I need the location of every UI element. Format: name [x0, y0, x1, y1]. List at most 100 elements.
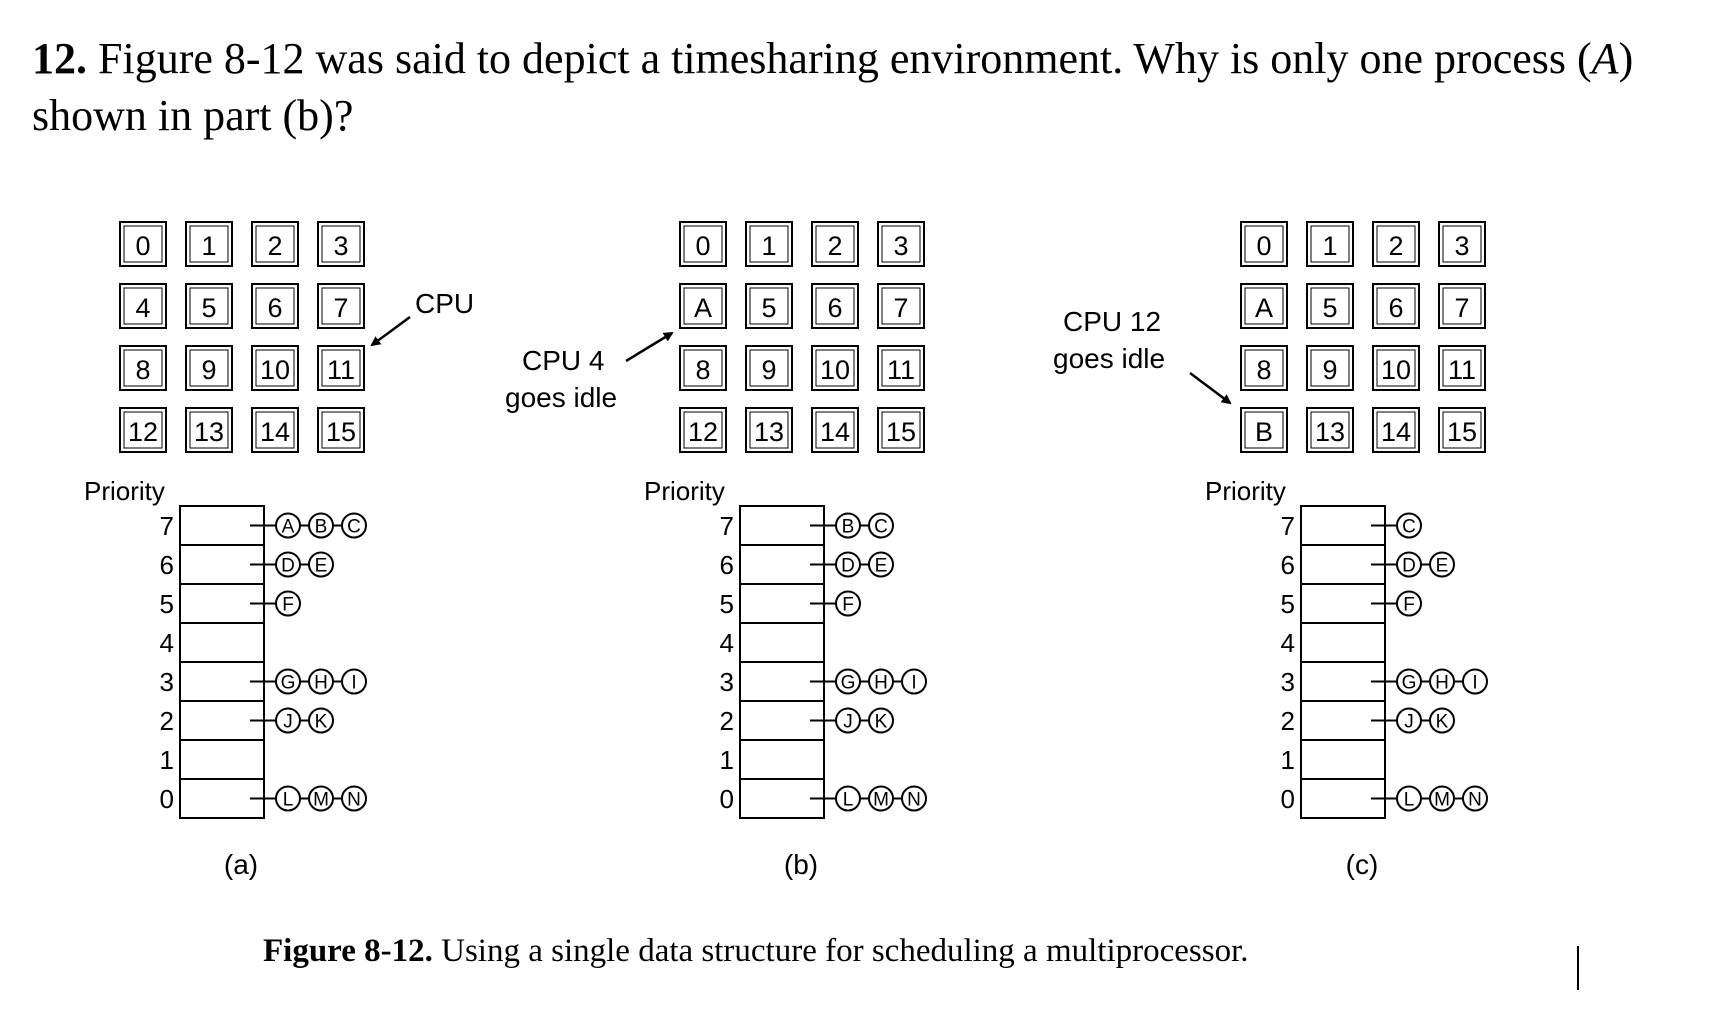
process-node-c-K: [1429, 707, 1455, 734]
annotation-cpu-c-line2: goes idle: [1053, 343, 1165, 374]
priority-level-a-5: 5: [160, 589, 174, 619]
cpu-label-b-4: A: [694, 293, 712, 323]
process-label-a-B: B: [315, 517, 328, 538]
cpu-label-c-10: 10: [1381, 355, 1411, 385]
panel-label-c: (c): [1346, 849, 1379, 880]
priority-slot-a-4: [179, 622, 265, 663]
priority-level-b-4: 4: [720, 628, 734, 658]
cpu-box-b-7: [877, 283, 925, 329]
cpu-box-inner-b-15: [881, 411, 921, 449]
priority-level-a-4: 4: [160, 628, 174, 658]
priority-slot-c-1: [1300, 739, 1386, 780]
cpu-label-b-5: 5: [761, 293, 776, 323]
panel-label-b: (b): [784, 849, 818, 880]
cpu-label-c-3: 3: [1454, 231, 1469, 261]
cpu-label-a-0: 0: [135, 231, 150, 261]
priority-level-c-1: 1: [1281, 745, 1295, 775]
process-node-b-E: [868, 551, 894, 578]
cpu-label-b-2: 2: [827, 231, 842, 261]
question-text-after: ) shown in part (b)?: [32, 34, 1634, 140]
cpu-box-inner-b-5: [749, 287, 789, 325]
cpu-box-c-13: [1306, 407, 1354, 453]
process-node-c-C: [1396, 512, 1422, 539]
process-label-a-G: G: [281, 673, 296, 694]
cpu-label-c-7: 7: [1454, 293, 1469, 323]
cpu-box-a-6: [251, 283, 299, 329]
cpu-box-inner-c-4: [1244, 287, 1284, 325]
cpu-box-inner-c-10: [1376, 349, 1416, 387]
cpu-box-b-15: [877, 407, 925, 453]
cpu-box-c-4: [1240, 283, 1288, 329]
cpu-box-inner-b-0: [683, 225, 723, 263]
priority-label-a: Priority: [84, 476, 165, 506]
cpu-box-b-14: [811, 407, 859, 453]
cpu-box-inner-b-11: [881, 349, 921, 387]
cpu-box-b-0: [679, 221, 727, 267]
process-node-c-E: [1429, 551, 1455, 578]
priority-label-c: Priority: [1205, 476, 1286, 506]
priority-slot-b-4: [739, 622, 825, 663]
process-label-b-H: H: [874, 673, 888, 694]
cpu-box-inner-a-14: [255, 411, 295, 449]
question-text-before: Figure 8-12 was said to depict a timesha…: [87, 34, 1592, 83]
cpu-box-a-12: [119, 407, 167, 453]
cpu-box-inner-a-0: [123, 225, 163, 263]
process-label-b-B: B: [842, 517, 855, 538]
cpu-box-inner-b-4: [683, 287, 723, 325]
cpu-label-c-11: 11: [1448, 355, 1476, 385]
annotation-cpu-b-line1: CPU 4: [522, 345, 604, 376]
cpu-box-b-11: [877, 345, 925, 391]
cpu-label-b-3: 3: [893, 231, 908, 261]
priority-level-a-2: 2: [160, 706, 174, 736]
cpu-label-a-3: 3: [333, 231, 348, 261]
cpu-label-b-6: 6: [827, 293, 842, 323]
process-label-b-F: F: [842, 595, 854, 616]
cpu-box-inner-b-12: [683, 411, 723, 449]
cpu-box-a-11: [317, 345, 365, 391]
priority-level-c-0: 0: [1281, 784, 1295, 814]
annotation-cpu-c-line1: CPU 12: [1063, 306, 1161, 337]
cpu-box-c-0: [1240, 221, 1288, 267]
cpu-box-inner-a-11: [321, 349, 361, 387]
panel-label-a: (a): [224, 849, 258, 880]
cpu-box-inner-c-2: [1376, 225, 1416, 263]
question-text: 12. Figure 8-12 was said to depict a tim…: [32, 30, 1712, 144]
cpu-box-b-13: [745, 407, 793, 453]
process-node-b-N: [901, 785, 927, 812]
priority-level-c-2: 2: [1281, 706, 1295, 736]
process-node-b-I: [901, 668, 927, 695]
cpu-label-c-5: 5: [1322, 293, 1337, 323]
priority-level-a-6: 6: [160, 550, 174, 580]
cpu-box-inner-a-10: [255, 349, 295, 387]
cpu-box-inner-c-0: [1244, 225, 1284, 263]
process-label-a-F: F: [282, 595, 294, 616]
process-node-b-K: [868, 707, 894, 734]
cpu-box-inner-b-9: [749, 349, 789, 387]
process-node-a-C: [341, 512, 367, 539]
cpu-box-c-15: [1438, 407, 1486, 453]
cpu-box-inner-c-9: [1310, 349, 1350, 387]
process-label-c-K: K: [1436, 712, 1449, 733]
priority-level-a-7: 7: [160, 511, 174, 541]
priority-level-c-4: 4: [1281, 628, 1295, 658]
process-label-b-E: E: [875, 556, 888, 577]
cpu-label-b-13: 13: [754, 417, 784, 447]
cpu-box-c-7: [1438, 283, 1486, 329]
process-label-b-J: J: [843, 712, 853, 733]
cpu-label-c-8: 8: [1256, 355, 1271, 385]
question-italic-process: A: [1591, 34, 1619, 83]
cpu-box-inner-c-12: [1244, 411, 1284, 449]
priority-slot-c-4: [1300, 622, 1386, 663]
cpu-label-b-8: 8: [695, 355, 710, 385]
process-label-b-G: G: [841, 673, 856, 694]
cpu-box-a-4: [119, 283, 167, 329]
annotation-cpu-a: CPU: [415, 288, 474, 319]
priority-level-b-3: 3: [720, 667, 734, 697]
cpu-label-c-14: 14: [1381, 417, 1411, 447]
priority-slot-a-1: [179, 739, 265, 780]
cpu-label-b-0: 0: [695, 231, 710, 261]
cpu-box-a-2: [251, 221, 299, 267]
cpu-box-b-3: [877, 221, 925, 267]
cpu-box-a-5: [185, 283, 233, 329]
cpu-box-inner-b-2: [815, 225, 855, 263]
